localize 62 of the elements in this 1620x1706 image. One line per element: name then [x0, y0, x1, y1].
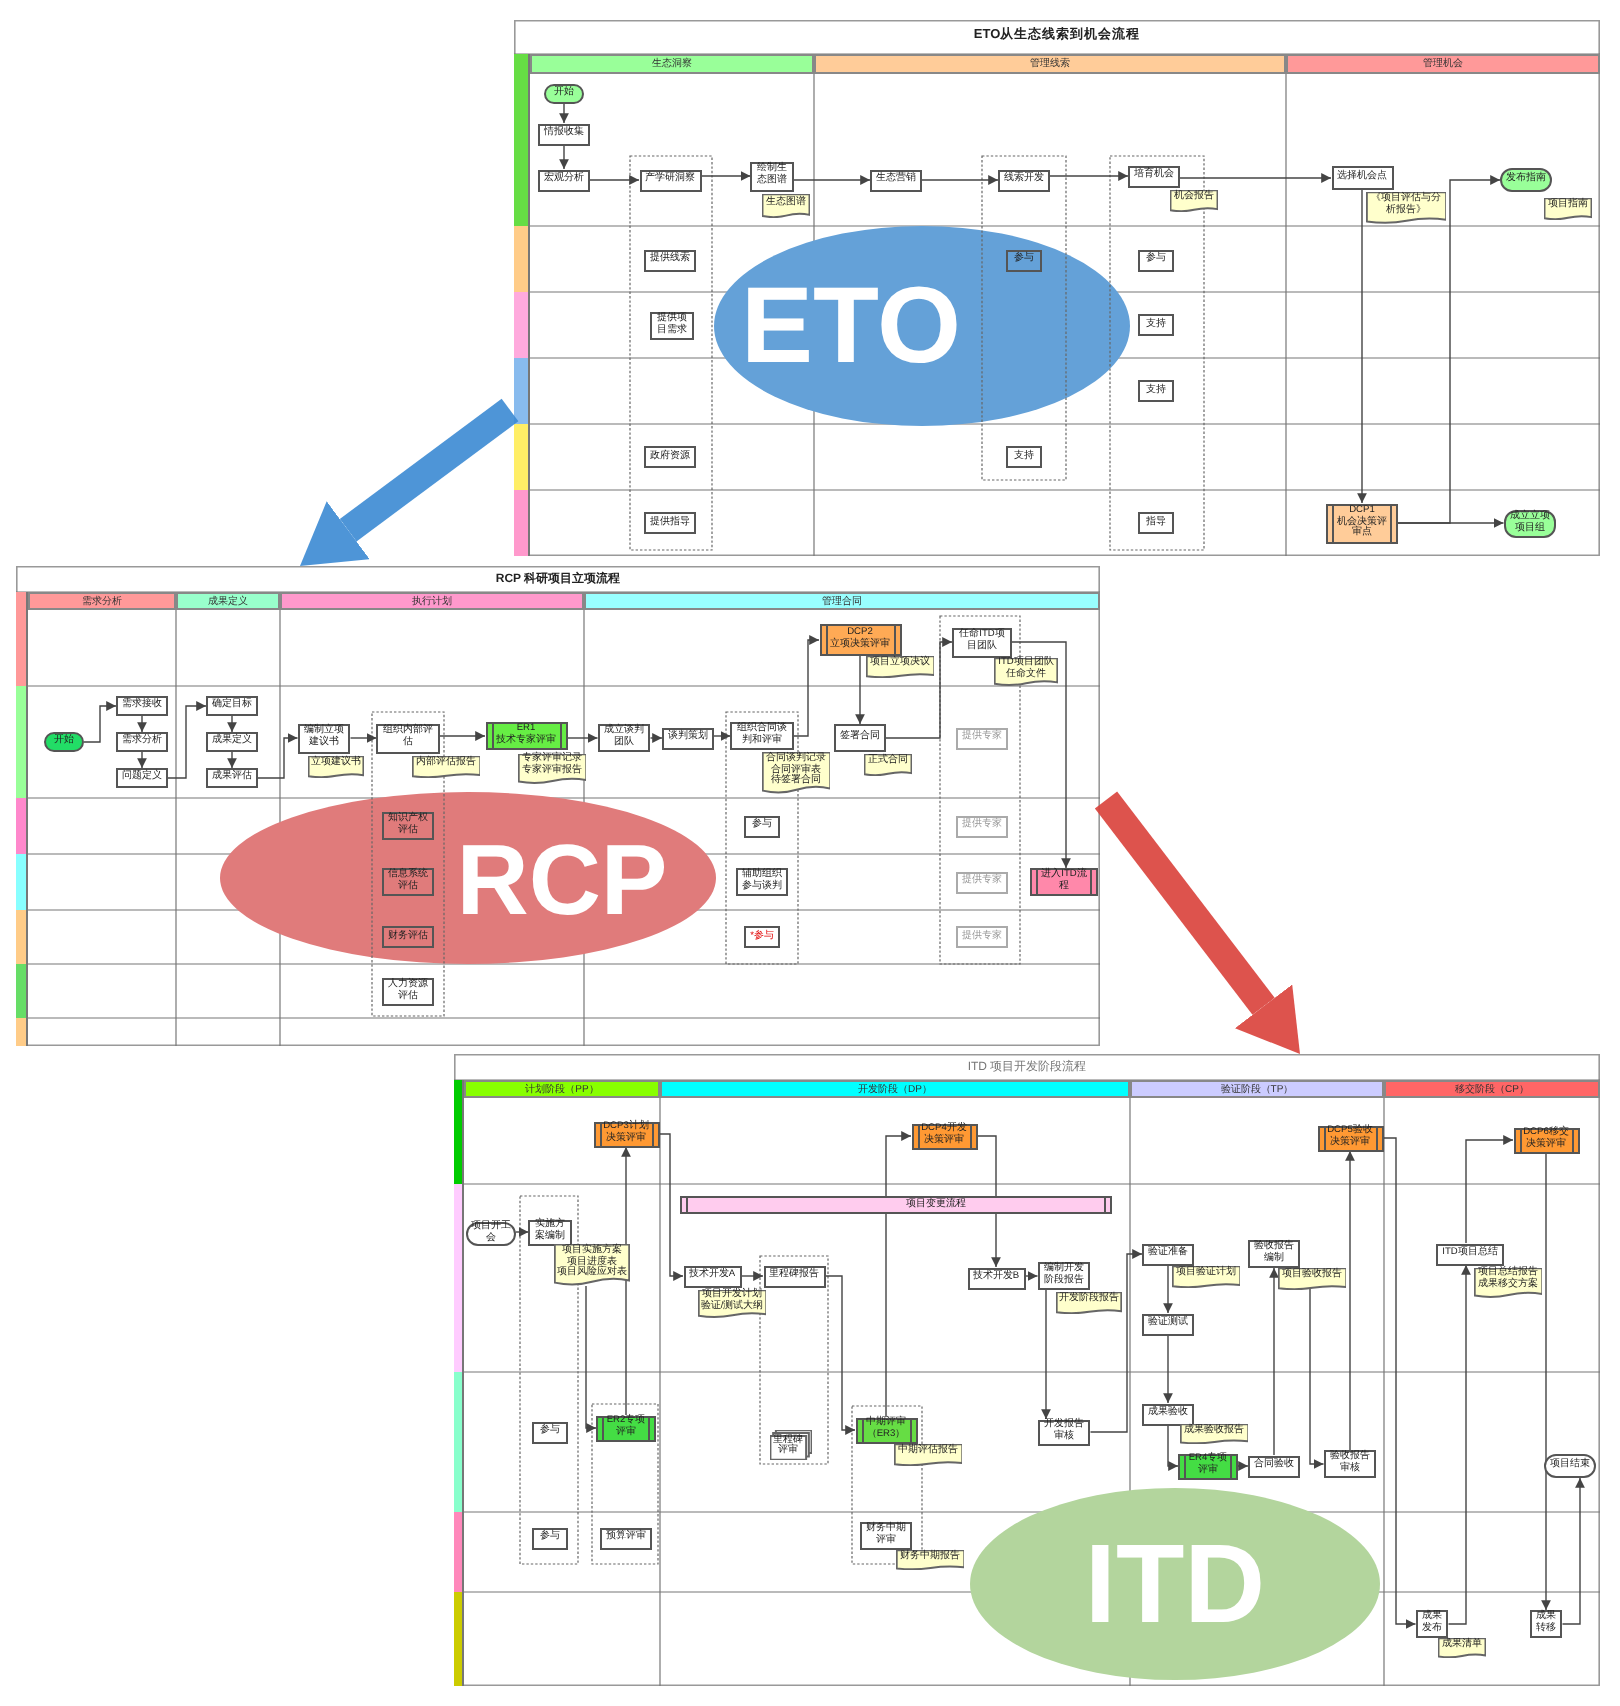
- block-arrow: [300, 398, 519, 566]
- stage-ellipse: [714, 226, 1130, 426]
- document-shape: [518, 753, 586, 783]
- document-shape: [762, 752, 830, 794]
- arrow: [713, 731, 732, 741]
- arrow: [257, 733, 299, 779]
- arrow: [1049, 171, 1129, 181]
- arrow: [1163, 1264, 1173, 1314]
- arrow: [1382, 1137, 1417, 1629]
- arrow: [1447, 1264, 1471, 1625]
- arrow: [137, 715, 147, 733]
- ellipse-label: ITD: [1084, 1528, 1266, 1640]
- arrow: [559, 103, 569, 124]
- arrow: [649, 733, 663, 743]
- arrow: [559, 144, 569, 170]
- arrow: [1357, 189, 1367, 504]
- arrow: [885, 1131, 912, 1418]
- arrow: [976, 1135, 1001, 1268]
- arrow: [227, 751, 237, 769]
- arrow: [1167, 1424, 1179, 1471]
- arrow: [658, 1133, 684, 1281]
- document-shape: [553, 1244, 631, 1286]
- arrow: [792, 175, 871, 185]
- arrow: [1179, 173, 1332, 183]
- arrow: [1465, 1135, 1514, 1244]
- arrow: [1309, 1288, 1325, 1469]
- arrow: [740, 1271, 764, 1281]
- predefined-process-box: [819, 624, 901, 656]
- arrow: [1397, 175, 1501, 524]
- arrow: [137, 751, 147, 769]
- block-arrow: [1094, 791, 1300, 1054]
- arrow: [515, 1227, 530, 1237]
- arrow: [566, 733, 599, 743]
- document-shape: [698, 1290, 766, 1318]
- arrow: [227, 715, 237, 733]
- arrow: [1041, 1289, 1051, 1420]
- arrow: [83, 701, 117, 743]
- arrow: [824, 1275, 856, 1435]
- arrow: [1011, 641, 1071, 869]
- arrow: [885, 637, 953, 739]
- predefined-process-box: [485, 722, 567, 750]
- ellipse-label: RCP: [456, 830, 668, 930]
- arrow: [1541, 1152, 1551, 1611]
- arrow: [585, 1285, 597, 1433]
- ellipse-label: ETO: [740, 272, 962, 380]
- arrow: [349, 733, 378, 743]
- arrow: [1163, 1334, 1173, 1404]
- arrow: [589, 175, 640, 185]
- arrow: [792, 635, 820, 737]
- arrow: [1269, 1267, 1279, 1456]
- arrow: [1345, 1150, 1355, 1451]
- document-shape: [1474, 1267, 1542, 1297]
- arrow: [1024, 1271, 1039, 1281]
- arrow: [921, 175, 999, 185]
- arrow: [855, 655, 865, 725]
- arrow: [1089, 1249, 1143, 1433]
- arrow: [167, 701, 207, 779]
- arrow: [1237, 1461, 1249, 1471]
- arrow: [1561, 1477, 1585, 1625]
- predefined-process-box: [1326, 503, 1398, 543]
- arrow: [700, 171, 752, 181]
- arrow: [438, 731, 486, 741]
